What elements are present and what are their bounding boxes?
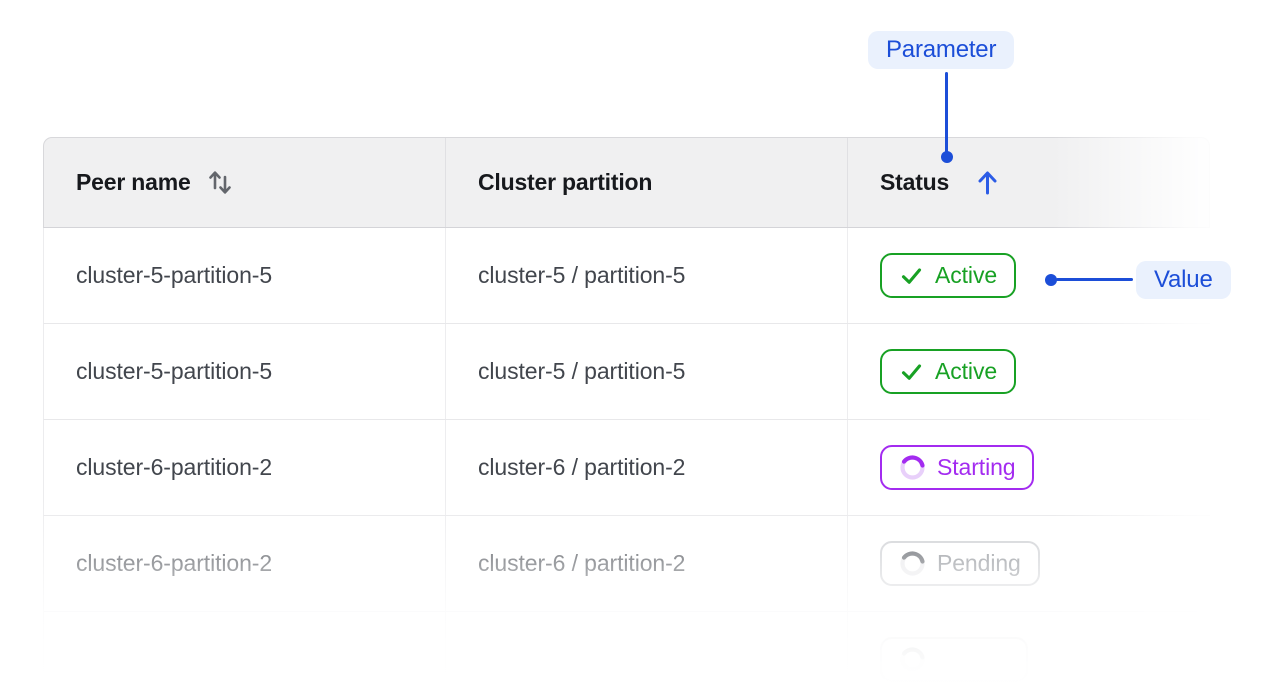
- spinner-icon: [900, 455, 925, 480]
- cluster-partition-value: cluster-6 / partition-2: [478, 454, 686, 480]
- status-cell: Starting: [848, 420, 1209, 515]
- table-body: cluster-5-partition-5 cluster-5 / partiti…: [43, 228, 1210, 688]
- status-badge: Active: [880, 349, 1017, 394]
- status-badge: [880, 637, 1028, 682]
- status-label: Starting: [937, 454, 1016, 480]
- cluster-partition-value: cluster-5 / partition-5: [478, 262, 686, 288]
- spinner-icon: [900, 551, 925, 576]
- table-row[interactable]: cluster-5-partition-5 cluster-5 / partiti…: [43, 228, 1210, 324]
- peer-name-cell: cluster-6-partition-2: [44, 420, 446, 515]
- status-label: Pending: [937, 550, 1021, 576]
- parameter-connector-line: [945, 72, 948, 153]
- check-icon: [901, 363, 922, 380]
- spinner-icon: [900, 647, 925, 672]
- column-header-peer-name[interactable]: Peer name: [44, 138, 446, 227]
- check-icon: [901, 267, 922, 284]
- status-badge: Pending: [880, 541, 1040, 586]
- peer-name-cell: cluster-5-partition-5: [44, 324, 446, 419]
- peer-name-value: cluster-6-partition-2: [76, 550, 273, 576]
- peer-name-value: cluster-6-partition-2: [76, 454, 273, 480]
- status-label: Active: [935, 262, 998, 288]
- table-row[interactable]: cluster-5-partition-5 cluster-5 / partiti…: [43, 324, 1210, 420]
- status-cell: Active: [848, 324, 1209, 419]
- column-header-status[interactable]: Status: [848, 138, 1209, 227]
- peer-name-cell: cluster-5-partition-5: [44, 228, 446, 323]
- status-cell: [848, 612, 1209, 688]
- table-header: Peer name Cluster partition Status: [43, 137, 1210, 228]
- value-callout-label: Value: [1154, 266, 1213, 293]
- peers-table: Peer name Cluster partition Status: [43, 137, 1210, 688]
- status-badge: Starting: [880, 445, 1035, 490]
- status-badge: Active: [880, 253, 1017, 298]
- value-connector-line: [1056, 278, 1133, 281]
- peer-name-cell: [44, 612, 446, 688]
- table-row[interactable]: [43, 612, 1210, 688]
- cluster-partition-value: cluster-6 / partition-2: [478, 550, 686, 576]
- cluster-partition-cell: cluster-5 / partition-5: [446, 228, 848, 323]
- cluster-partition-cell: cluster-6 / partition-2: [446, 420, 848, 515]
- value-connector-dot: [1045, 274, 1057, 286]
- column-label: Status: [880, 169, 950, 195]
- peer-name-value: cluster-5-partition-5: [76, 358, 273, 384]
- table-row[interactable]: cluster-6-partition-2 cluster-6 / partiti…: [43, 420, 1210, 516]
- parameter-callout: Parameter: [868, 31, 1015, 69]
- column-label: Peer name: [76, 169, 191, 195]
- parameter-callout-label: Parameter: [886, 36, 997, 63]
- column-label: Cluster partition: [478, 169, 653, 195]
- cluster-partition-value: cluster-5 / partition-5: [478, 358, 686, 384]
- arrow-up-icon[interactable]: [974, 168, 1001, 197]
- status-cell: Active: [848, 228, 1209, 323]
- cluster-partition-cell: cluster-6 / partition-2: [446, 516, 848, 611]
- status-cell: Pending: [848, 516, 1209, 611]
- value-callout: Value: [1136, 261, 1231, 299]
- table-row[interactable]: cluster-6-partition-2 cluster-6 / partiti…: [43, 516, 1210, 612]
- parameter-connector-dot: [941, 151, 953, 163]
- peer-name-value: cluster-5-partition-5: [76, 262, 273, 288]
- column-header-cluster-partition[interactable]: Cluster partition: [446, 138, 848, 227]
- peer-name-cell: cluster-6-partition-2: [44, 516, 446, 611]
- sort-arrows-icon[interactable]: [206, 167, 234, 198]
- status-label: Active: [935, 358, 998, 384]
- cluster-partition-cell: cluster-5 / partition-5: [446, 324, 848, 419]
- cluster-partition-cell: [446, 612, 848, 688]
